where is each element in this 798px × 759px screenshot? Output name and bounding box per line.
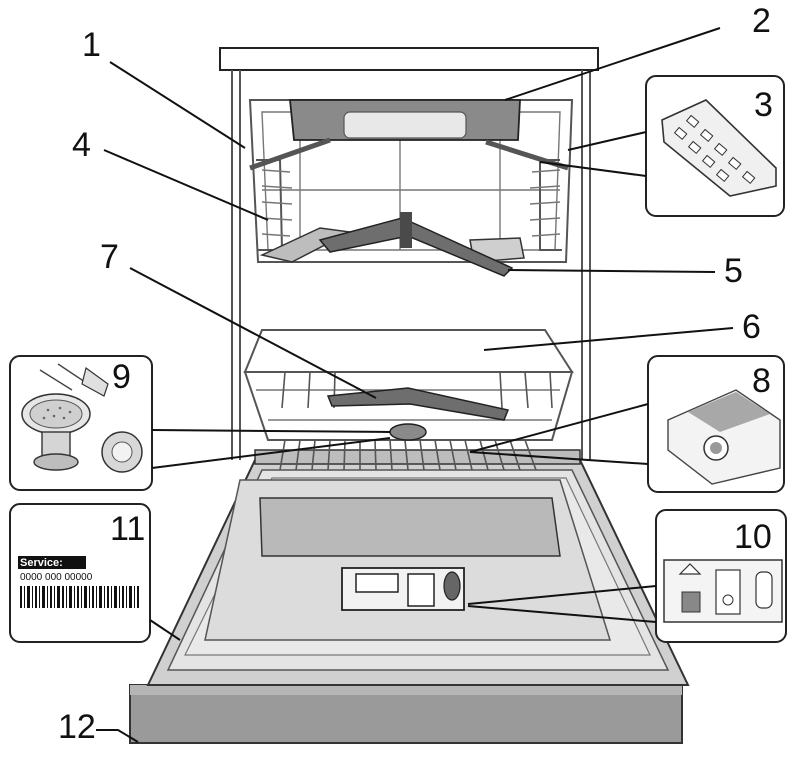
callout-2: 2 <box>752 2 771 40</box>
leader-3a <box>567 131 647 151</box>
leader-3b <box>539 161 647 177</box>
detergent-dispenser <box>341 567 465 611</box>
leader-6 <box>483 327 734 351</box>
inset-filters <box>9 355 153 491</box>
callout-1: 1 <box>82 26 101 64</box>
inset-salt-container <box>647 355 785 493</box>
leader-10a <box>467 585 657 605</box>
leader-4 <box>103 149 269 221</box>
inset-cutlery-tray <box>645 75 785 217</box>
service-number: 0000 000 00000 <box>20 572 93 583</box>
plinth-base <box>129 684 683 744</box>
door-inner-panel <box>259 497 561 557</box>
leader-2 <box>504 27 721 101</box>
barcode <box>20 586 139 608</box>
tray-rails <box>249 137 569 171</box>
callout-numbers: 1 2 3 4 5 6 7 8 9 10 11 12 <box>58 2 773 746</box>
leader-12 <box>96 729 139 743</box>
leader-lines <box>96 27 734 743</box>
callout-4: 4 <box>72 126 91 164</box>
leader-9b <box>151 437 391 469</box>
callout-3: 3 <box>754 86 773 124</box>
inset-rating-plate: Service: 0000 000 00000 <box>9 503 151 643</box>
leader-10b <box>467 605 657 623</box>
callout-10: 10 <box>734 518 772 556</box>
service-label: Service: <box>20 557 63 569</box>
callout-11: 11 <box>110 510 145 548</box>
leader-8b <box>469 451 649 465</box>
callout-7: 7 <box>100 238 119 276</box>
leader-11 <box>149 619 181 641</box>
callout-12: 12 <box>58 708 96 746</box>
leader-1 <box>109 61 246 149</box>
leader-9a <box>151 429 391 433</box>
callout-9: 9 <box>112 358 131 396</box>
callout-5: 5 <box>724 252 743 290</box>
lower-basket <box>243 329 574 471</box>
top-spray-bar <box>289 99 521 141</box>
leader-8a <box>469 403 649 453</box>
callout-6: 6 <box>742 308 761 346</box>
filter-housing <box>389 423 427 441</box>
inset-detergent-dispenser <box>655 509 787 643</box>
door <box>146 459 690 686</box>
leader-7 <box>129 267 377 399</box>
callout-8: 8 <box>752 362 771 400</box>
upper-spray-arm <box>318 212 514 277</box>
leader-5 <box>507 269 716 273</box>
